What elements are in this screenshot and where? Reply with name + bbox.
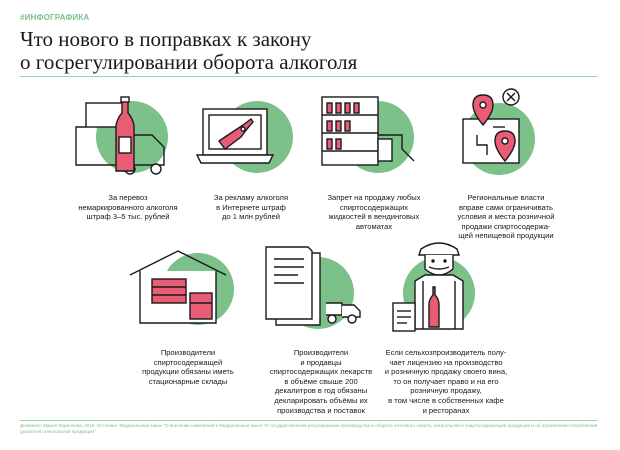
- farmer-wine-icon: [385, 235, 495, 337]
- item-2-caption: За рекламу алкоголя в Интернете штраф до…: [213, 193, 289, 222]
- vending-machine-icon: [318, 95, 428, 180]
- laptop-bottle-icon: [195, 95, 305, 180]
- item-3-caption: Запрет на продажу любых спиртосодержащих…: [327, 193, 421, 231]
- item-1-caption: За перевоз немаркированного алкоголя штр…: [78, 193, 178, 222]
- item-4-caption: Региональные власти вправе сами ограничи…: [457, 193, 555, 241]
- documents-truck-icon: [262, 243, 372, 333]
- wine-bottle-truck-icon: [72, 95, 182, 180]
- top-divider: [20, 76, 598, 77]
- section-tag: #ИНФОГРАФИКА: [20, 13, 90, 22]
- title-line-2: о госрегулировании оборота алкоголя: [20, 50, 358, 74]
- map-pins-icon: [447, 87, 557, 180]
- item-5-caption: Производители спиртосодержащей продукции…: [142, 348, 234, 386]
- item-7-caption: Если сельхозпроизводитель полу- чает лиц…: [384, 348, 508, 415]
- source-footer: Дизайнер: Мария Ларионова, 2018. Источни…: [20, 423, 598, 434]
- page-title: Что нового в поправках к закону о госрег…: [20, 28, 357, 74]
- warehouse-icon: [128, 243, 238, 328]
- bottom-divider: [20, 420, 598, 421]
- item-6-caption: Производители и продавцы спиртосодержащи…: [269, 348, 373, 415]
- title-line-1: Что нового в поправках к закону: [20, 27, 312, 51]
